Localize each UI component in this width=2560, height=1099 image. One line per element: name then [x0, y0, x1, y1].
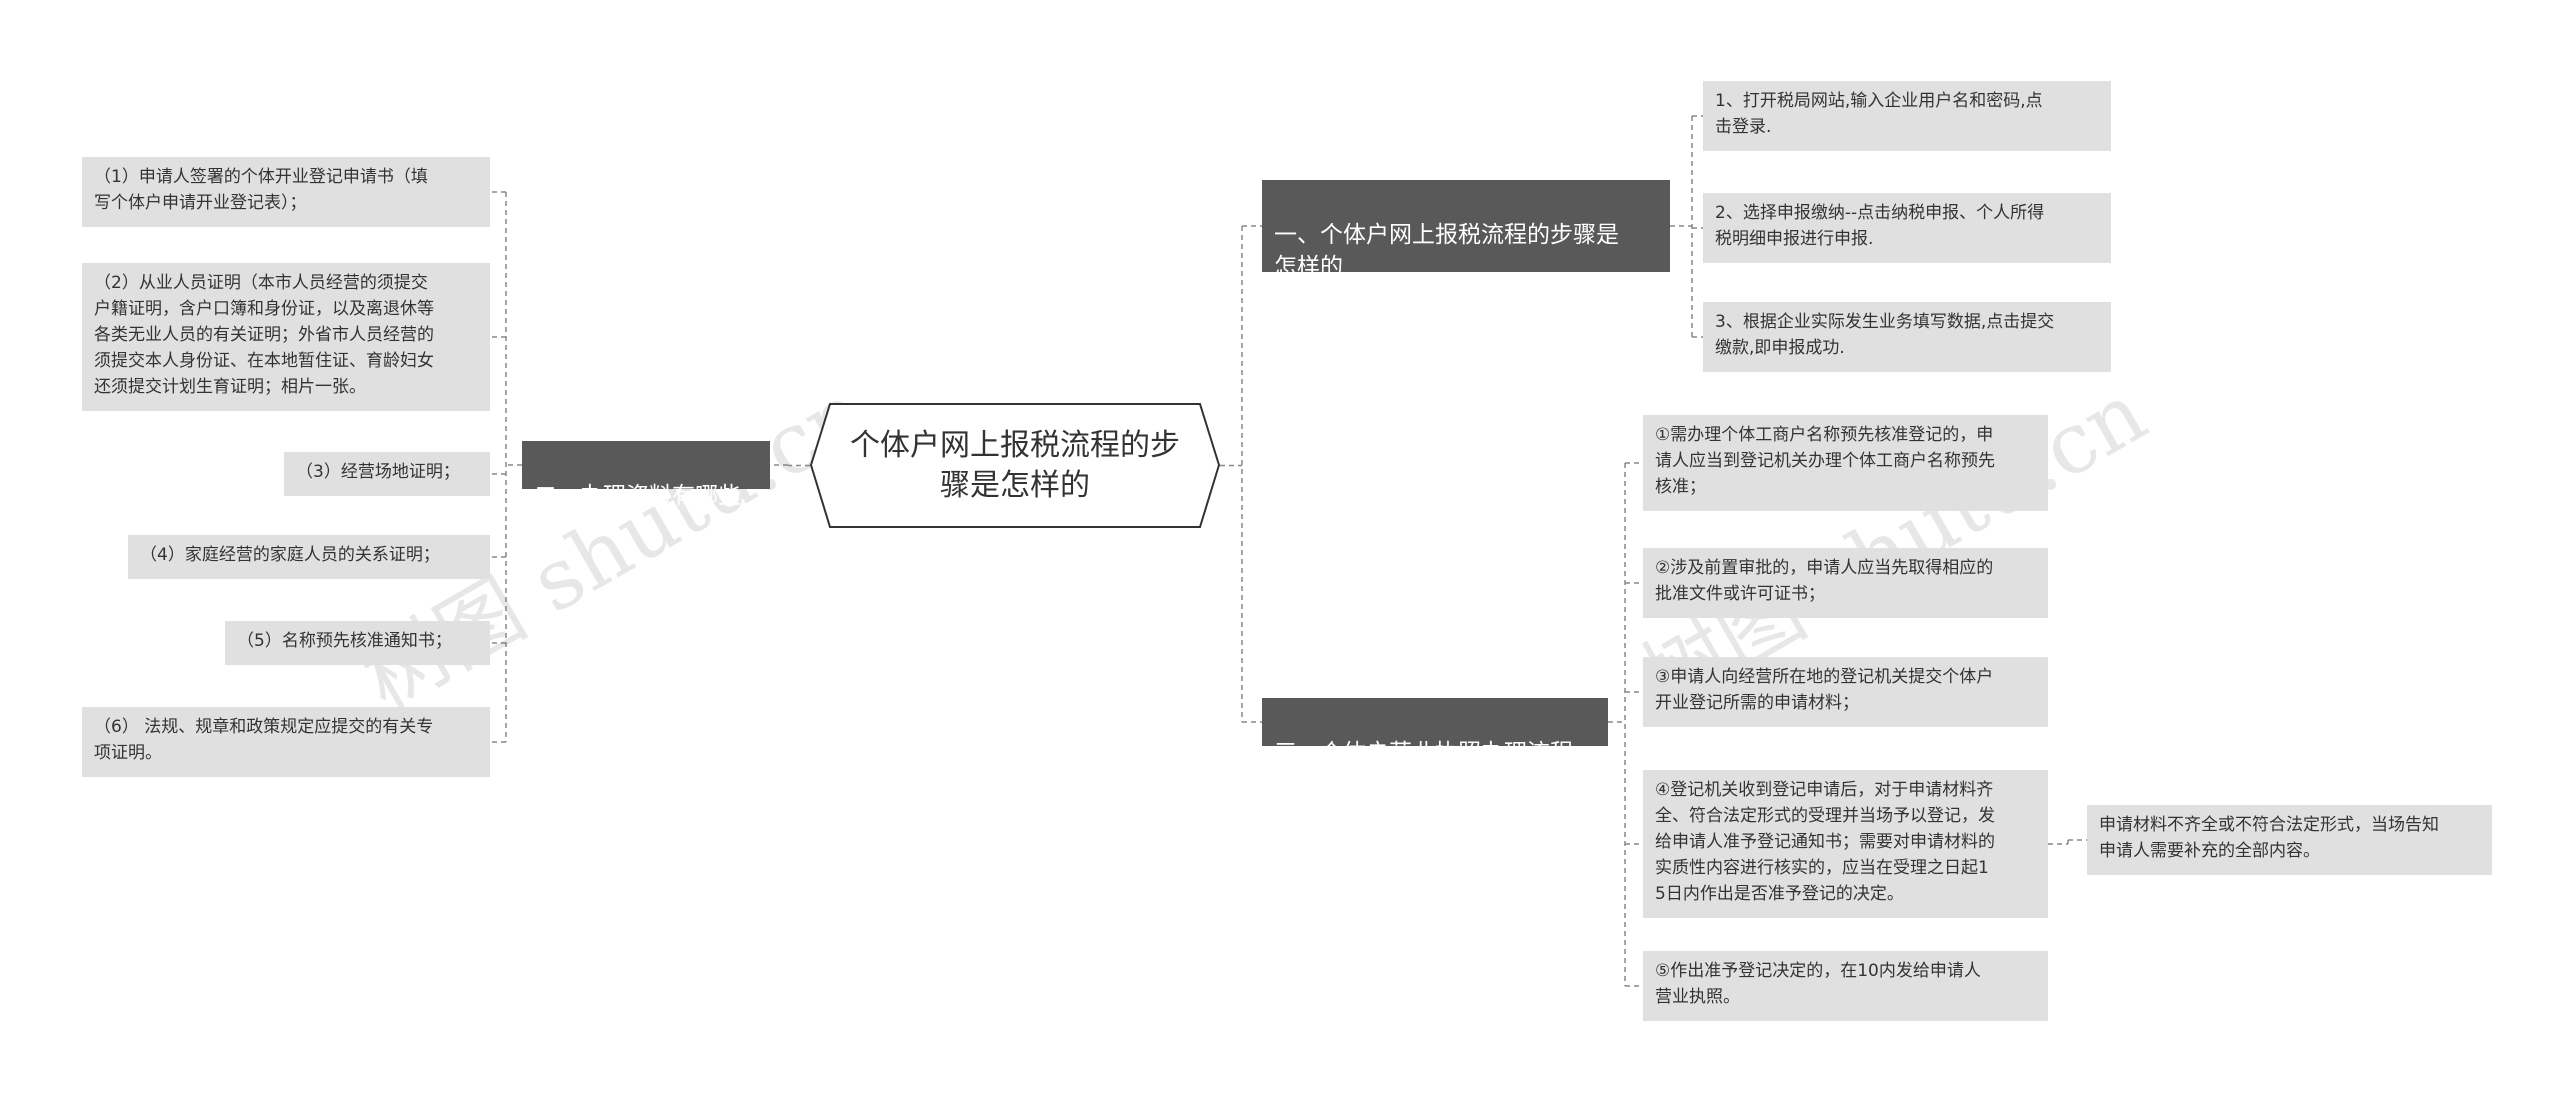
leaf-doc-1[interactable]: （1）申请人签署的个体开业登记申请书（填 写个体户申请开业登记表）；: [82, 157, 490, 227]
leaf-doc-2[interactable]: （2）从业人员证明（本市人员经营的须提交 户籍证明，含户口簿和身份证，以及离退休…: [82, 263, 490, 411]
leaf-process-4[interactable]: ④登记机关收到登记申请后，对于申请材料齐 全、符合法定形式的受理并当场予以登记，…: [1643, 770, 2048, 918]
leaf-text: （5）名称预先核准通知书；: [237, 631, 452, 651]
leaf-text: （6） 法规、规章和政策规定应提交的有关专 项证明。: [94, 717, 434, 763]
branch-required-documents[interactable]: 二、办理资料有哪些: [522, 441, 770, 509]
root-topic[interactable]: 个体户网上报税流程的步 骤是怎样的: [810, 403, 1220, 528]
leaf-text: 1、打开税局网站,输入企业用户名和密码,点 击登录.: [1715, 91, 2043, 137]
leaf-doc-3[interactable]: （3）经营场地证明；: [284, 452, 490, 496]
leaf-step-2[interactable]: 2、选择申报缴纳--点击纳税申报、个人所得 税明细申报进行申报.: [1703, 193, 2111, 263]
branch-license-process[interactable]: 三、个体户营业执照办理流程: [1262, 698, 1608, 766]
leaf-text: （1）申请人签署的个体开业登记申请书（填 写个体户申请开业登记表）；: [94, 167, 428, 213]
leaf-text: 3、根据企业实际发生业务填写数据,点击提交 缴款,即申报成功.: [1715, 312, 2055, 358]
leaf-text: ④登记机关收到登记申请后，对于申请材料齐 全、符合法定形式的受理并当场予以登记，…: [1655, 780, 1995, 904]
leaf-doc-4[interactable]: （4）家庭经营的家庭人员的关系证明；: [128, 535, 490, 579]
leaf-doc-5[interactable]: （5）名称预先核准通知书；: [225, 621, 490, 665]
leaf-process-2[interactable]: ②涉及前置审批的，申请人应当先取得相应的 批准文件或许可证书；: [1643, 548, 2048, 618]
leaf-step-3[interactable]: 3、根据企业实际发生业务填写数据,点击提交 缴款,即申报成功.: [1703, 302, 2111, 372]
branch-label: 二、办理资料有哪些: [534, 483, 741, 509]
leaf-text: （4）家庭经营的家庭人员的关系证明；: [140, 545, 440, 565]
leaf-text: ②涉及前置审批的，申请人应当先取得相应的 批准文件或许可证书；: [1655, 558, 1994, 604]
root-title: 个体户网上报税流程的步 骤是怎样的: [850, 427, 1180, 503]
leaf-doc-6[interactable]: （6） 法规、规章和政策规定应提交的有关专 项证明。: [82, 707, 490, 777]
branch-label: 一、个体户网上报税流程的步骤是 怎样的: [1274, 222, 1619, 280]
leaf-text: ③申请人向经营所在地的登记机关提交个体户 开业登记所需的申请材料；: [1655, 667, 1994, 713]
leaf-process-5[interactable]: ⑤作出准予登记决定的，在10内发给申请人 营业执照。: [1643, 951, 2048, 1021]
leaf-process-4-sub[interactable]: 申请材料不齐全或不符合法定形式，当场告知 申请人需要补充的全部内容。: [2087, 805, 2492, 875]
leaf-process-1[interactable]: ①需办理个体工商户名称预先核准登记的，申 请人应当到登记机关办理个体工商户名称预…: [1643, 415, 2048, 511]
leaf-process-3[interactable]: ③申请人向经营所在地的登记机关提交个体户 开业登记所需的申请材料；: [1643, 657, 2048, 727]
leaf-text: ①需办理个体工商户名称预先核准登记的，申 请人应当到登记机关办理个体工商户名称预…: [1655, 425, 1995, 497]
leaf-step-1[interactable]: 1、打开税局网站,输入企业用户名和密码,点 击登录.: [1703, 81, 2111, 151]
leaf-text: （2）从业人员证明（本市人员经营的须提交 户籍证明，含户口簿和身份证，以及离退休…: [94, 273, 434, 397]
leaf-text: 申请材料不齐全或不符合法定形式，当场告知 申请人需要补充的全部内容。: [2099, 815, 2439, 861]
leaf-text: （3）经营场地证明；: [296, 462, 460, 482]
leaf-text: ⑤作出准予登记决定的，在10内发给申请人 营业执照。: [1655, 961, 1981, 1007]
leaf-text: 2、选择申报缴纳--点击纳税申报、个人所得 税明细申报进行申报.: [1715, 203, 2045, 249]
branch-label: 三、个体户营业执照办理流程: [1274, 740, 1573, 766]
branch-tax-steps[interactable]: 一、个体户网上报税流程的步骤是 怎样的: [1262, 180, 1670, 280]
root-hexagon-shape: [810, 403, 1220, 528]
